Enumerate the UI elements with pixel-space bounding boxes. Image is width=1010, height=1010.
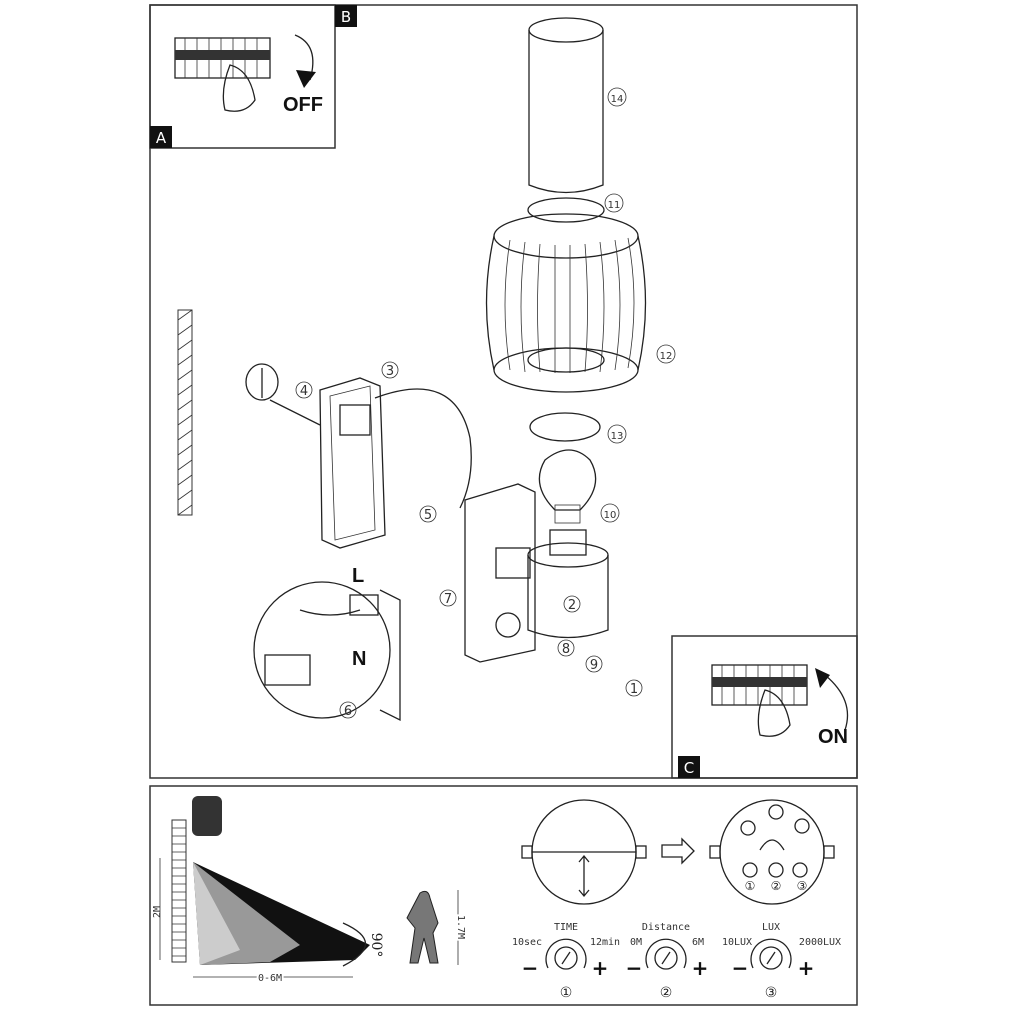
motion-sensor bbox=[495, 612, 521, 638]
mounting-plate bbox=[319, 377, 472, 549]
brick-wall bbox=[171, 819, 187, 963]
step-2: 2 bbox=[568, 598, 576, 613]
plus-sign: + bbox=[692, 956, 709, 980]
dial-mark-1: ① bbox=[745, 879, 756, 893]
angle-arc bbox=[342, 922, 366, 967]
panel-a-frame bbox=[149, 4, 336, 149]
panel-a-label: A bbox=[156, 129, 167, 147]
live-wire-label: L bbox=[352, 565, 364, 587]
step-3: 3 bbox=[386, 364, 394, 379]
hand-icon bbox=[757, 689, 791, 737]
lamp-icon bbox=[192, 796, 222, 836]
step-9: 9 bbox=[590, 658, 598, 673]
screwdriver-icon bbox=[245, 363, 279, 401]
control-time: TIME 10sec 12min − + ① bbox=[512, 922, 620, 1001]
panel-c-frame bbox=[671, 635, 858, 779]
off-label: OFF bbox=[283, 94, 323, 116]
breaker-box-off bbox=[174, 37, 271, 112]
control-title: TIME bbox=[554, 922, 578, 933]
person-icon bbox=[406, 890, 439, 964]
main-panel-frame bbox=[149, 4, 858, 779]
breaker-box-on bbox=[711, 664, 808, 737]
control-title: LUX bbox=[762, 922, 780, 933]
neutral-wire-label: N bbox=[352, 648, 366, 670]
step-1: 1 bbox=[630, 682, 638, 697]
panel-c-badge bbox=[678, 756, 700, 778]
sensor-cover-open bbox=[709, 799, 835, 905]
step-6: 6 bbox=[344, 704, 352, 719]
control-number: ③ bbox=[765, 985, 778, 1001]
mount-height-label: 2M bbox=[152, 906, 163, 918]
minus-sign: − bbox=[626, 956, 643, 980]
plus-sign: + bbox=[592, 956, 609, 980]
person-height-label: 1.7M bbox=[455, 915, 466, 939]
control-max: 6M bbox=[692, 937, 704, 948]
control-max: 2000LUX bbox=[799, 937, 841, 948]
angle-label: 90° bbox=[368, 933, 384, 958]
arrow-right-icon bbox=[661, 837, 695, 865]
dial-mark-2: ② bbox=[771, 879, 782, 893]
glass-cylinder bbox=[528, 17, 604, 194]
dial-mark-3: ③ bbox=[797, 879, 808, 893]
control-title: Distance bbox=[642, 922, 690, 933]
wiring-detail bbox=[253, 581, 401, 722]
minus-sign: − bbox=[732, 956, 749, 980]
control-min: 10LUX bbox=[722, 937, 752, 948]
light-bulb bbox=[538, 449, 597, 524]
panel-b-badge bbox=[335, 5, 357, 27]
distance-label: 0-6M bbox=[258, 973, 282, 984]
panel-c-label: C bbox=[684, 759, 694, 777]
control-min: 0M bbox=[630, 937, 642, 948]
step-7: 7 bbox=[444, 592, 452, 607]
step-8: 8 bbox=[562, 642, 570, 657]
control-distance: Distance 0M 6M − + ② bbox=[626, 922, 709, 1001]
on-label: ON bbox=[818, 726, 848, 748]
step-10: 10 bbox=[604, 510, 617, 521]
panel-a-badge bbox=[150, 126, 172, 148]
control-max: 12min bbox=[590, 937, 620, 948]
step-14: 14 bbox=[611, 94, 624, 105]
minus-sign: − bbox=[522, 956, 539, 980]
step-11: 11 bbox=[608, 200, 621, 211]
lux-knob bbox=[759, 946, 783, 970]
time-knob bbox=[554, 946, 578, 970]
plus-sign: + bbox=[798, 956, 815, 980]
control-min: 10sec bbox=[512, 937, 542, 948]
step-5: 5 bbox=[424, 508, 432, 523]
distance-knob bbox=[654, 946, 678, 970]
lamp-cage bbox=[485, 197, 647, 393]
step-13: 13 bbox=[611, 431, 624, 442]
hand-icon bbox=[222, 64, 256, 112]
sensor-cover-closed bbox=[521, 799, 647, 905]
control-lux: LUX 10LUX 2000LUX − + ③ bbox=[722, 922, 841, 1001]
wall-hatch bbox=[177, 309, 193, 516]
arrow-down-icon bbox=[296, 70, 316, 88]
detection-zone-near bbox=[193, 862, 240, 965]
step-4: 4 bbox=[300, 384, 308, 399]
control-number: ① bbox=[560, 985, 573, 1001]
panel-b-label: B bbox=[341, 8, 351, 26]
step-markers: 1 2 3 4 5 6 7 8 9 10 11 12 13 14 bbox=[295, 87, 676, 719]
arrow-up-icon bbox=[815, 668, 830, 688]
gasket-ring bbox=[529, 412, 601, 442]
sensor-panel-frame bbox=[149, 785, 858, 1006]
control-number: ② bbox=[660, 985, 673, 1001]
lamp-body bbox=[464, 483, 609, 663]
step-12: 12 bbox=[660, 351, 673, 362]
